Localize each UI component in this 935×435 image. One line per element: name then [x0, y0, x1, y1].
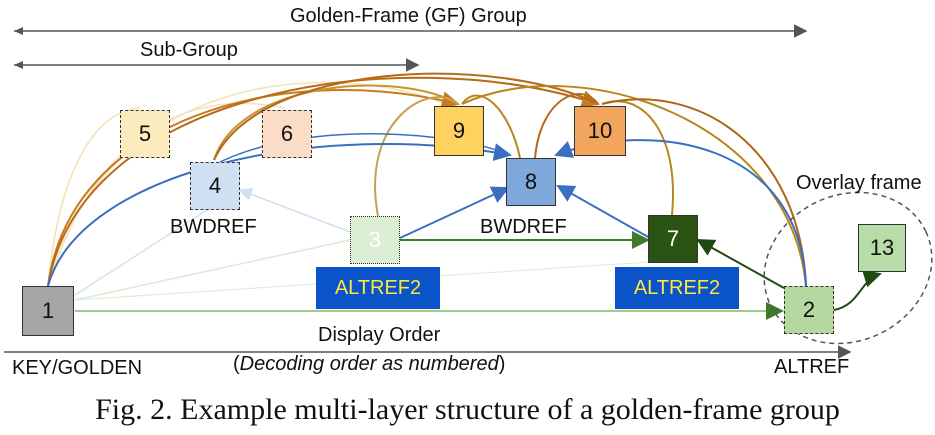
key-golden-label: KEY/GOLDEN — [12, 357, 143, 379]
arc-1-to-3-faint — [74, 239, 351, 301]
frame-7-number: 7 — [666, 226, 680, 251]
display-order-label: Display Order — [318, 324, 441, 346]
frame-5: 5 — [120, 110, 170, 158]
frame-13-number: 13 — [869, 235, 895, 260]
arc-8-to-10 — [534, 93, 599, 159]
frame-6-number: 6 — [280, 121, 294, 146]
arc-4-to-9 — [213, 84, 459, 161]
frame-3: 3 — [350, 216, 400, 264]
frame-6: 6 — [262, 110, 312, 158]
frame-10-number: 10 — [587, 118, 613, 143]
gf-group-label: Golden-Frame (GF) Group — [290, 5, 527, 27]
frame-1-number: 1 — [41, 298, 55, 323]
frame-2: 2 — [784, 286, 834, 334]
frame-8-number: 8 — [524, 169, 538, 194]
frame-1: 1 — [22, 286, 74, 336]
arc-3-to-8 — [399, 186, 510, 239]
overlay-ellipse — [763, 191, 933, 345]
decoding-note-text: Decoding order as numbered — [239, 353, 499, 375]
frame-10: 10 — [574, 106, 626, 156]
arc-2-to-8 — [554, 139, 807, 287]
bwdref-mid-label: BWDREF — [480, 216, 567, 238]
overlay-frame-label: Overlay frame — [796, 172, 922, 194]
arc-1-to-8 — [47, 143, 512, 287]
arc-2-to-9 — [461, 85, 807, 287]
figure-caption: Fig. 2. Example multi-layer structure of… — [95, 393, 840, 426]
arc-8-to-9 — [461, 94, 521, 159]
sub-group-left-arrowhead — [14, 61, 23, 69]
frame-8: 8 — [506, 158, 556, 206]
frame-9-number: 9 — [452, 118, 466, 143]
arc-2-to-13 — [833, 269, 882, 311]
sub-group-label: Sub-Group — [140, 39, 238, 61]
frame-2-number: 2 — [802, 297, 816, 322]
decoding-order-note: (Decoding order as numbered) — [233, 353, 505, 376]
frame-4: 4 — [190, 162, 240, 210]
arc-1-to-9 — [47, 89, 460, 287]
frame-13: 13 — [858, 224, 906, 272]
arc-1-to-10 — [47, 76, 600, 287]
frame-4-number: 4 — [208, 173, 222, 198]
gf-group-left-arrowhead — [14, 27, 23, 35]
arc-7-to-8 — [556, 185, 651, 239]
frame-5-number: 5 — [138, 121, 152, 146]
altref2-right-label: ALTREF2 — [615, 267, 739, 309]
frame-9: 9 — [434, 106, 484, 156]
arc-2-to-7 — [696, 239, 785, 289]
arc-3-to-9 — [374, 96, 459, 217]
frame-7: 7 — [648, 215, 698, 263]
arc-1-to-4-faint — [74, 207, 211, 296]
decoding-note-close-paren: ) — [498, 353, 506, 375]
arc-4-to-3-faint — [238, 187, 351, 233]
altref2-left-label: ALTREF2 — [316, 267, 440, 309]
altref-label: ALTREF — [774, 356, 850, 378]
bwdref-left-label: BWDREF — [170, 216, 257, 238]
arc-4-to-10 — [213, 72, 599, 161]
decoding-note-open-paren: ( — [233, 353, 240, 375]
arc-2-to-10 — [601, 98, 807, 287]
frame-3-number: 3 — [368, 227, 382, 252]
